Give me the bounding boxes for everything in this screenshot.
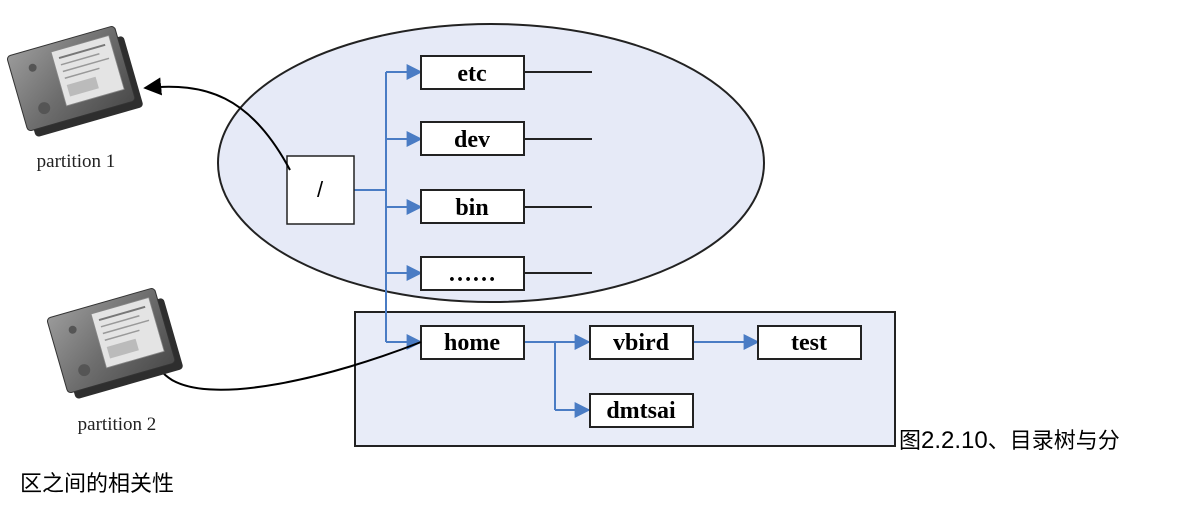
node-root-label: / [317, 177, 324, 202]
subdir-stubs [524, 71, 592, 274]
node-home-label: home [444, 330, 500, 356]
node-bin: bin [420, 189, 525, 224]
node-dev: dev [420, 121, 525, 156]
node-vbird-label: vbird [613, 330, 670, 356]
partition-1-label: partition 1 [37, 151, 116, 172]
node-root-box [286, 155, 355, 225]
caption-text-line1: 、目录树与分 [987, 429, 1120, 454]
node-test: test [757, 325, 862, 360]
hard-disk-1-icon [6, 26, 143, 137]
mount-arrow-partition-1 [143, 77, 291, 171]
partition-2-label: partition 2 [78, 414, 157, 435]
node-home: home [420, 325, 525, 360]
node-test-label: test [791, 330, 827, 356]
node-etc: etc [420, 55, 525, 90]
caption-text-line2: 区之间的相关性 [20, 472, 175, 497]
node-more-label: …… [448, 261, 496, 287]
node-vbird: vbird [589, 325, 694, 360]
node-dmtsai-label: dmtsai [606, 398, 676, 424]
caption-number: 2.2.10 [921, 427, 988, 454]
node-bin-label: bin [455, 195, 488, 221]
hard-disk-2-icon [46, 288, 183, 399]
node-etc-label: etc [457, 61, 487, 87]
node-dev-label: dev [454, 127, 490, 153]
node-more: …… [420, 256, 525, 291]
partition-1-area [217, 23, 765, 303]
figure-caption-line1: 图2.2.10、目录树与分 [899, 423, 1120, 455]
tree-connectors [354, 64, 760, 418]
caption-prefix: 图 [899, 429, 922, 454]
figure-caption-line2: 区之间的相关性 [20, 466, 174, 498]
node-dmtsai: dmtsai [589, 393, 694, 428]
